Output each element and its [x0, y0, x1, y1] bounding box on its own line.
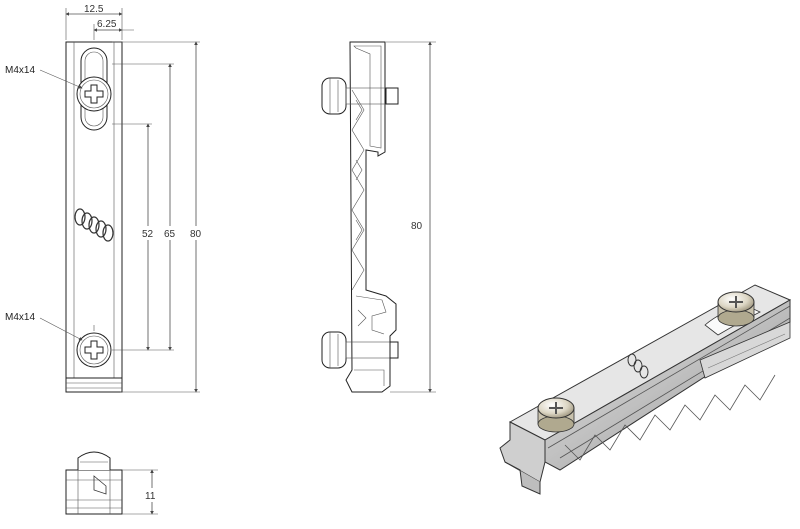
bottom-screw-head [77, 451, 111, 470]
dim-width: 12.5 [84, 4, 104, 15]
dim-offset: 6.25 [97, 19, 117, 30]
screw-label-bottom: M4x14 [5, 312, 35, 323]
side-view [321, 41, 399, 393]
side-dims: 80 [386, 41, 436, 393]
spring-icon [74, 208, 114, 242]
dim-height: 80 [190, 229, 202, 240]
front-view: 12.5 6.25 80 65 52 M4x14 M4x14 [5, 4, 204, 393]
bottom-screw-icon [76, 332, 112, 368]
side-top-screw-icon [321, 77, 347, 115]
dim-52: 52 [142, 229, 154, 240]
iso-screw-left-icon [537, 397, 575, 433]
side-profile [345, 41, 397, 393]
iso-spring-icon [627, 353, 649, 379]
dim-bottom-height: 11 [145, 491, 156, 502]
top-screw-icon [76, 76, 112, 112]
iso-screw-right-icon [717, 291, 755, 327]
isometric-view [499, 284, 792, 495]
side-bottom-screw-icon [321, 331, 347, 369]
dim-side-height: 80 [411, 221, 423, 232]
dim-65: 65 [164, 229, 176, 240]
bottom-view: 11 [65, 451, 159, 515]
screw-label-top: M4x14 [5, 65, 35, 76]
